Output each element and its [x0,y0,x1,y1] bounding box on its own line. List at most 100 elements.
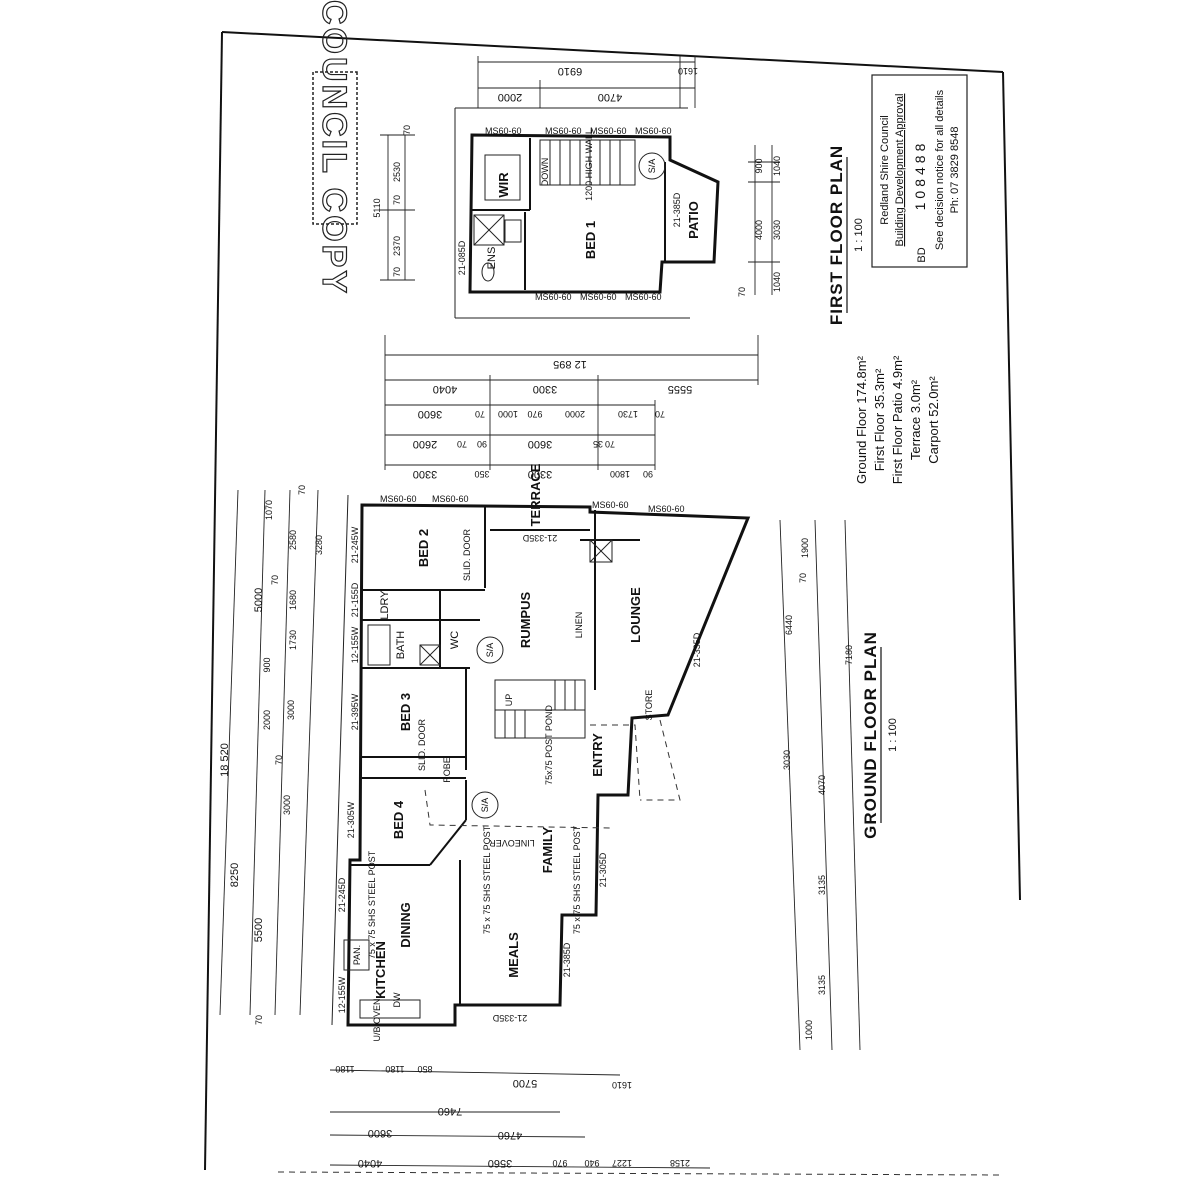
entry-dash [590,724,641,801]
mid-dim-10: 1730 [618,409,638,419]
ff-dim-left-2: 2530 [392,162,402,182]
mid-dim-5: 3600 [418,408,442,420]
toilet-icon [481,262,495,282]
sheet-top-edge [221,31,1004,73]
room-pond: 75x75 POST POND [544,705,554,785]
gf-dim-bottom-6: 7460 [438,1105,462,1117]
gf-dim-left-14: 70 [297,485,307,495]
wir-shelf [484,154,521,201]
room-entry: ENTRY [590,733,605,777]
gf-dim-left-5: 1070 [264,500,274,520]
gf-dim-bottom-11: 970 [552,1158,567,1168]
gf-dim-right-7: 3135 [817,975,827,995]
bathtub-icon [367,624,391,666]
family-dash [424,789,611,829]
room-lounge: LOUNGE [628,587,643,643]
ff-dim-right-3: 4000 [754,220,764,240]
ff-dim-left-5: 70 [392,195,402,205]
gf-dim-left-9: 1730 [288,630,298,650]
ff-dim-right-5: 1040 [772,272,782,292]
bath-fixture-box [419,644,441,666]
stamp-line2: Building Development Approval [894,94,906,247]
oven-label: U/B OVEN [372,998,382,1041]
gf-dim-bottom-9: 4040 [358,1157,382,1169]
room-meals: MEALS [506,932,521,978]
gf-dim-left-1: 18 520 [219,743,231,777]
ff-dim-top-3: 2000 [498,91,522,103]
gf-dim-right-8: 1000 [804,1020,814,1040]
council-copy-text: COUNCIL COPY [315,0,353,296]
gf-dim-right-6: 3135 [817,875,827,895]
gf-dim-right-1: 1900 [800,538,810,558]
room-rumpus: RUMPUS [518,592,533,649]
carport-dash [640,719,681,801]
pantry-box [343,939,370,971]
gf-dim-right-2: 6440 [784,615,794,635]
gf-dim-left-7: 3280 [314,535,324,555]
mid-dim-15: 3600 [528,438,552,450]
first-floor-stairs [539,139,636,186]
smoke-alarm-icon [638,152,666,180]
mid-dim-9: 2000 [565,409,585,419]
first-floor-title: FIRST FLOOR PLAN [827,145,846,325]
mid-dim-19: 350 [474,469,489,479]
gf-window-2: MS60-60 [432,494,469,504]
gf-window-1: MS60-60 [380,494,417,504]
stair-up-label: UP [504,694,514,707]
ground-floor-plan: S/A S/A BED 2 TERRACE RUMPUS LOUNGE LDRY… [219,463,899,1169]
mid-dim-14: 90 [477,439,487,449]
gf-dim-left-11: 2000 [262,710,272,730]
gf-window-5: 21-245W [350,526,360,563]
bed4-angled-wall [429,819,467,866]
room-bath: BATH [395,631,407,660]
ff-window-4: MS60-60 [635,126,672,136]
gf-dim-bottom-8: 4760 [498,1129,522,1141]
ground-floor-title: GROUND FLOOR PLAN [861,631,880,839]
room-bed4: BED 4 [391,800,406,839]
ff-dim-right-6: 70 [737,287,747,297]
room-bed2: BED 2 [416,529,431,567]
ff-dim-right-2: 1040 [772,156,782,176]
room-wc: WC [449,631,461,649]
gf-window-7: 12-155W [350,626,360,663]
room-dining: DINING [398,902,413,948]
room-bed1: BED 1 [583,221,598,259]
room-robe: ROBE [442,757,452,783]
gf-dim-bottom-4: 5700 [513,1077,537,1089]
ground-floor-scale: 1 : 100 [887,718,899,752]
mid-dim-8: 970 [527,409,542,419]
ff-dim-right-4: 3030 [772,220,782,240]
gf-boundary-left [331,494,349,1026]
post-label-2: 75 x 75 SHS STEEL POST [572,825,582,934]
gf-dim-left-16: 70 [274,755,284,765]
shower-box [473,214,505,246]
mid-dim-7: 1000 [498,409,518,419]
room-store: STORE [644,690,654,721]
smoke-alarm-label-3: S/A [480,798,490,813]
gf-dim-left-12: 3000 [286,700,296,720]
gf-dim-left-6: 2580 [288,530,298,550]
stamp-bd-label: BD [916,247,928,262]
smoke-alarm-icon-2 [476,636,504,664]
gf-window-4: MS60-60 [648,504,685,514]
smoke-alarm-label-2: S/A [485,643,495,658]
gf-dim-bottom-13: 1227 [612,1158,632,1168]
room-terrace: TERRACE [528,463,543,526]
wall-note: 1200 HIGH WALL [584,129,594,201]
vanity-icon [504,219,522,243]
ff-window-2: MS60-60 [545,126,582,136]
mid-dim-4: 5555 [668,383,692,395]
middle-dimensions: 12 895 4040 3300 5555 3600 70 1000 970 2… [384,335,759,480]
gf-dim-left-2: 8250 [229,863,241,887]
area-schedule: Ground Floor 174.8m² First Floor 35.3m² … [854,355,941,484]
post-label-1: 75 x 75 SHS STEEL POST [482,825,492,934]
ff-dim-left-3: 2370 [392,236,402,256]
gf-window-6: 21-155D [350,582,360,617]
first-floor-plan: WIR BED 1 PATIO ENS DOWN 1200 HIGH WALL … [372,56,865,325]
stamp-line1: Redland Shire Council [879,115,891,224]
room-ens: ENS [486,247,498,270]
gf-window-13: 21-335D [492,1013,527,1023]
kitchen-bench [359,999,421,1019]
sheet-right-edge [1002,71,1021,901]
sheet-left-edge [204,31,223,1171]
